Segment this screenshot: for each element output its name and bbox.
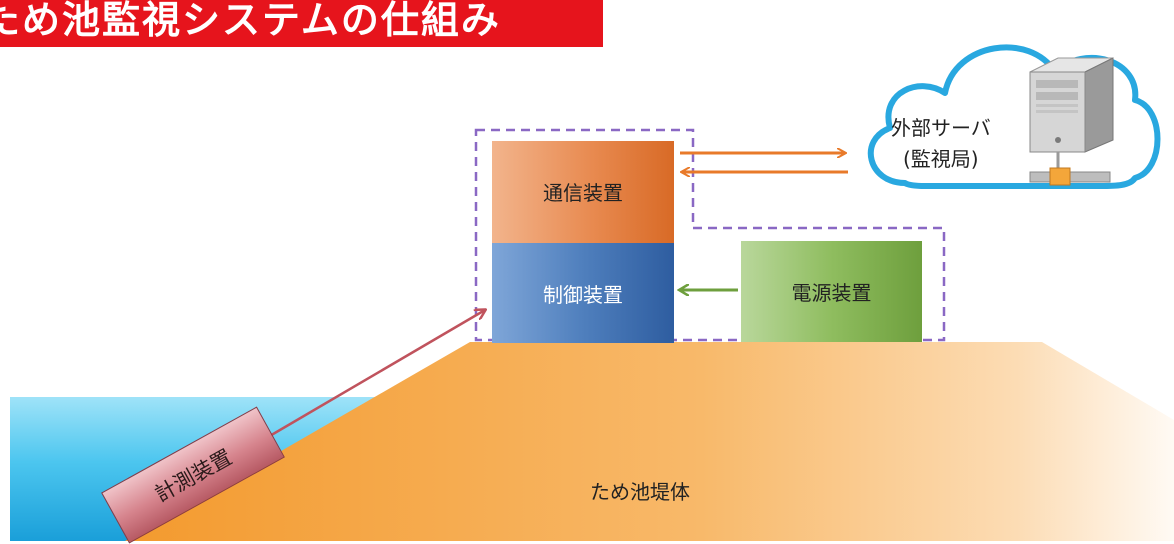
arrow-sensor-to-control: [267, 310, 485, 439]
system-boundary-frame: [474, 128, 946, 342]
server-label-line1: 外部サーバ: [891, 116, 991, 140]
server-label-line2: (監視局): [903, 147, 979, 171]
server-icon: [1029, 57, 1114, 153]
power-device: 電源装置: [741, 241, 922, 342]
network-node-icon: [1029, 152, 1111, 186]
control-device: 制御装置: [492, 243, 674, 343]
dam-body-label: ため池堤体: [590, 480, 690, 504]
communication-device: 通信装置: [492, 141, 674, 243]
diagram-title: ため池監視システムの仕組み: [0, 0, 603, 47]
